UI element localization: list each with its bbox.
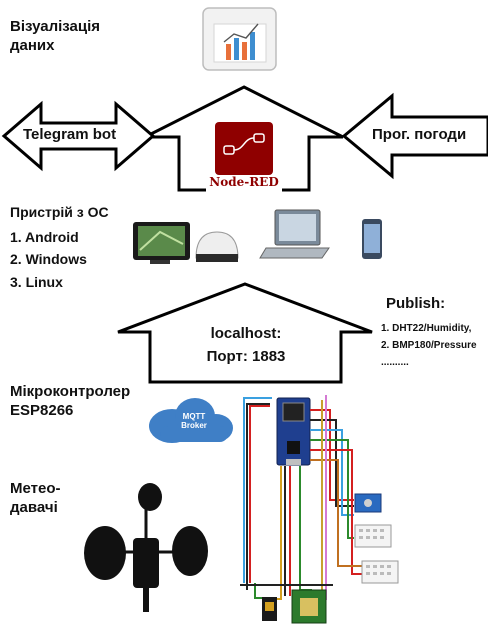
localhost-label: localhost: Порт: 1883	[188, 322, 304, 369]
chart-icon	[202, 7, 277, 71]
gps-dome-icon	[195, 231, 239, 262]
publish-list: 1. DHT22/Humidity, 2. BMP180/Pressure ..…	[381, 320, 477, 371]
telegram-bot-label: Telegram bot	[23, 126, 117, 143]
device-windows: 2. Windows	[10, 251, 87, 268]
telegram-arrow	[1, 100, 156, 172]
devices-list: 1. Android 2. Windows 3. Linux	[10, 226, 87, 293]
weather-arrow	[341, 92, 488, 180]
tablet-icon	[133, 222, 190, 264]
devices-title: Пристрій з ОС	[10, 204, 109, 220]
weather-program-label: Прог. погоди	[372, 126, 467, 143]
sensor-modules	[262, 493, 399, 624]
mqtt-broker-cloud	[149, 398, 233, 443]
phone-icon	[362, 219, 382, 259]
publish-ellipsis: ..........	[381, 357, 409, 368]
mqtt-broker-label: MQTT Broker	[181, 412, 207, 431]
wiring	[240, 395, 362, 600]
publish-item-humidity: 1. DHT22/Humidity,	[381, 323, 472, 334]
device-android: 1. Android	[10, 229, 79, 245]
laptop-icon	[259, 209, 330, 259]
anemometer-icon	[84, 483, 208, 612]
publish-item-pressure: 2. BMP180/Pressure	[381, 340, 477, 351]
sensors-label: Метео- давачі	[10, 480, 61, 516]
node-red-logo	[206, 122, 282, 192]
publish-title: Publish:	[386, 295, 446, 312]
mqtt-up-arrow	[117, 282, 373, 384]
node-red-label: Node-RED	[209, 175, 279, 189]
device-linux: 3. Linux	[10, 273, 63, 290]
esp8266-board	[276, 397, 311, 466]
localhost-port: Порт: 1883	[206, 348, 286, 366]
microcontroller-label: Мікроконтролер ESP8266	[10, 383, 131, 419]
visualization-label: Візуалізація даних	[10, 18, 101, 54]
localhost-host: localhost:	[210, 325, 282, 342]
